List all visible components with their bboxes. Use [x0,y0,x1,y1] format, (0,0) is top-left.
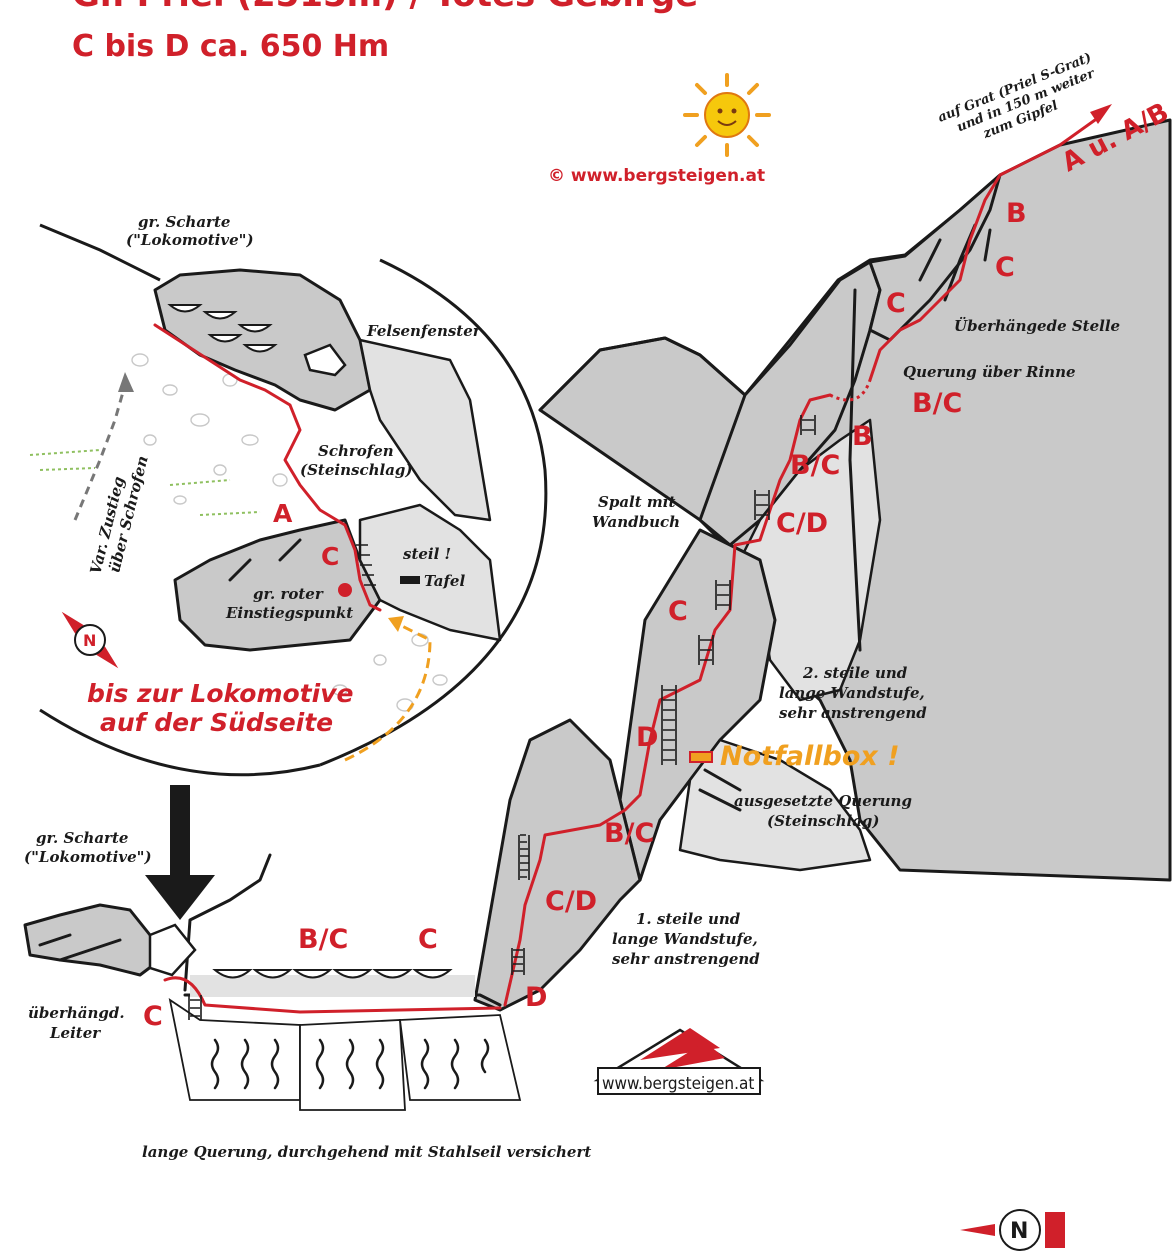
grade-c4: C [418,924,438,955]
brand-logo: www.bergsteigen.at [598,1028,760,1094]
main-face [475,120,1170,1010]
sun-icon [685,75,769,155]
grade-bc4: B/C [298,924,348,955]
label-steil: steil ! [403,545,451,563]
label-wandstufe1-2: lange Wandstufe, [612,930,758,948]
label-scharte-bottom-1: gr. Scharte [36,829,128,847]
label-schrofen-2: (Steinschlag) [300,461,413,479]
label-schrofen-1: Schrofen [318,442,394,460]
grade-c1: C [995,252,1015,283]
label-wandstufe2-1: 2. steile und [802,664,908,682]
label-ausgesetzte-2: (Steinschlag) [767,812,880,830]
label-felsenfenster: Felsenfenster [366,322,482,340]
label-spalt-2: Wandbuch [592,513,680,531]
diagram-title: Gr. Priel (2515m) / Totes Gebirge [72,0,698,15]
inset-caption-2: auf der Südseite [100,708,333,737]
inset-caption-1: bis zur Lokomotive [87,679,353,708]
label-scharte-bottom-2: ("Lokomotive") [24,848,152,866]
grade-d1: D [636,722,658,753]
label-notfallbox: Notfallbox ! [720,741,900,772]
grade-c3: C [668,596,688,627]
grade-b2: B [852,421,873,452]
grade-c-inset: C [321,542,339,571]
grade-c2: C [886,288,906,319]
grade-cd1: C/D [776,508,828,539]
arrow-to-scharte [145,785,215,920]
tafel-marker [400,576,420,584]
label-wandstufe1-3: sehr anstrengend [612,950,760,968]
grade-c5: C [143,1001,163,1032]
grade-b1: B [1006,198,1027,229]
lower-traverse [25,855,520,1110]
grade-bc2: B/C [790,450,840,481]
grade-a-inset: A [273,499,293,528]
compass-bottom-letter: N [1010,1219,1028,1244]
logo-text: www.bergsteigen.at [602,1074,754,1094]
label-ueberhaengende: Überhängede Stelle [954,316,1120,335]
label-spalt-1: Spalt mit [598,493,675,511]
label-scharte-top-2: ("Lokomotive") [126,231,254,249]
copyright-text: © www.bergsteigen.at [548,166,765,186]
label-ausgesetzte-1: ausgesetzte Querung [734,792,912,810]
einstieg-marker [338,583,352,597]
grade-d2: D [525,982,547,1013]
compass-inset-letter: N [83,631,96,650]
grade-bc1: B/C [912,388,962,419]
grade-cd2: C/D [545,886,597,917]
label-querung-rinne: Querung über Rinne [903,363,1076,381]
label-tafel: Tafel [424,572,465,590]
label-wandstufe2-3: sehr anstrengend [779,704,927,722]
diagram-subtitle: C bis D ca. 650 Hm [72,29,389,64]
grade-bc3: B/C [604,818,654,849]
label-leiter-1: überhängd. [28,1004,125,1022]
label-wandstufe1-1: 1. steile und [636,910,741,928]
label-var-zustieg: Var. Zustieg über Schrofen [86,450,151,581]
label-wandstufe2-2: lange Wandstufe, [779,684,925,702]
notfallbox-marker [690,752,712,762]
label-einstieg-2: Einstiegspunkt [225,604,353,622]
label-scharte-top-1: gr. Scharte [138,213,230,231]
label-einstieg-1: gr. roter [253,585,324,603]
label-lange-querung: lange Querung, durchgehend mit Stahlseil… [142,1143,591,1161]
label-leiter-2: Leiter [49,1024,101,1042]
